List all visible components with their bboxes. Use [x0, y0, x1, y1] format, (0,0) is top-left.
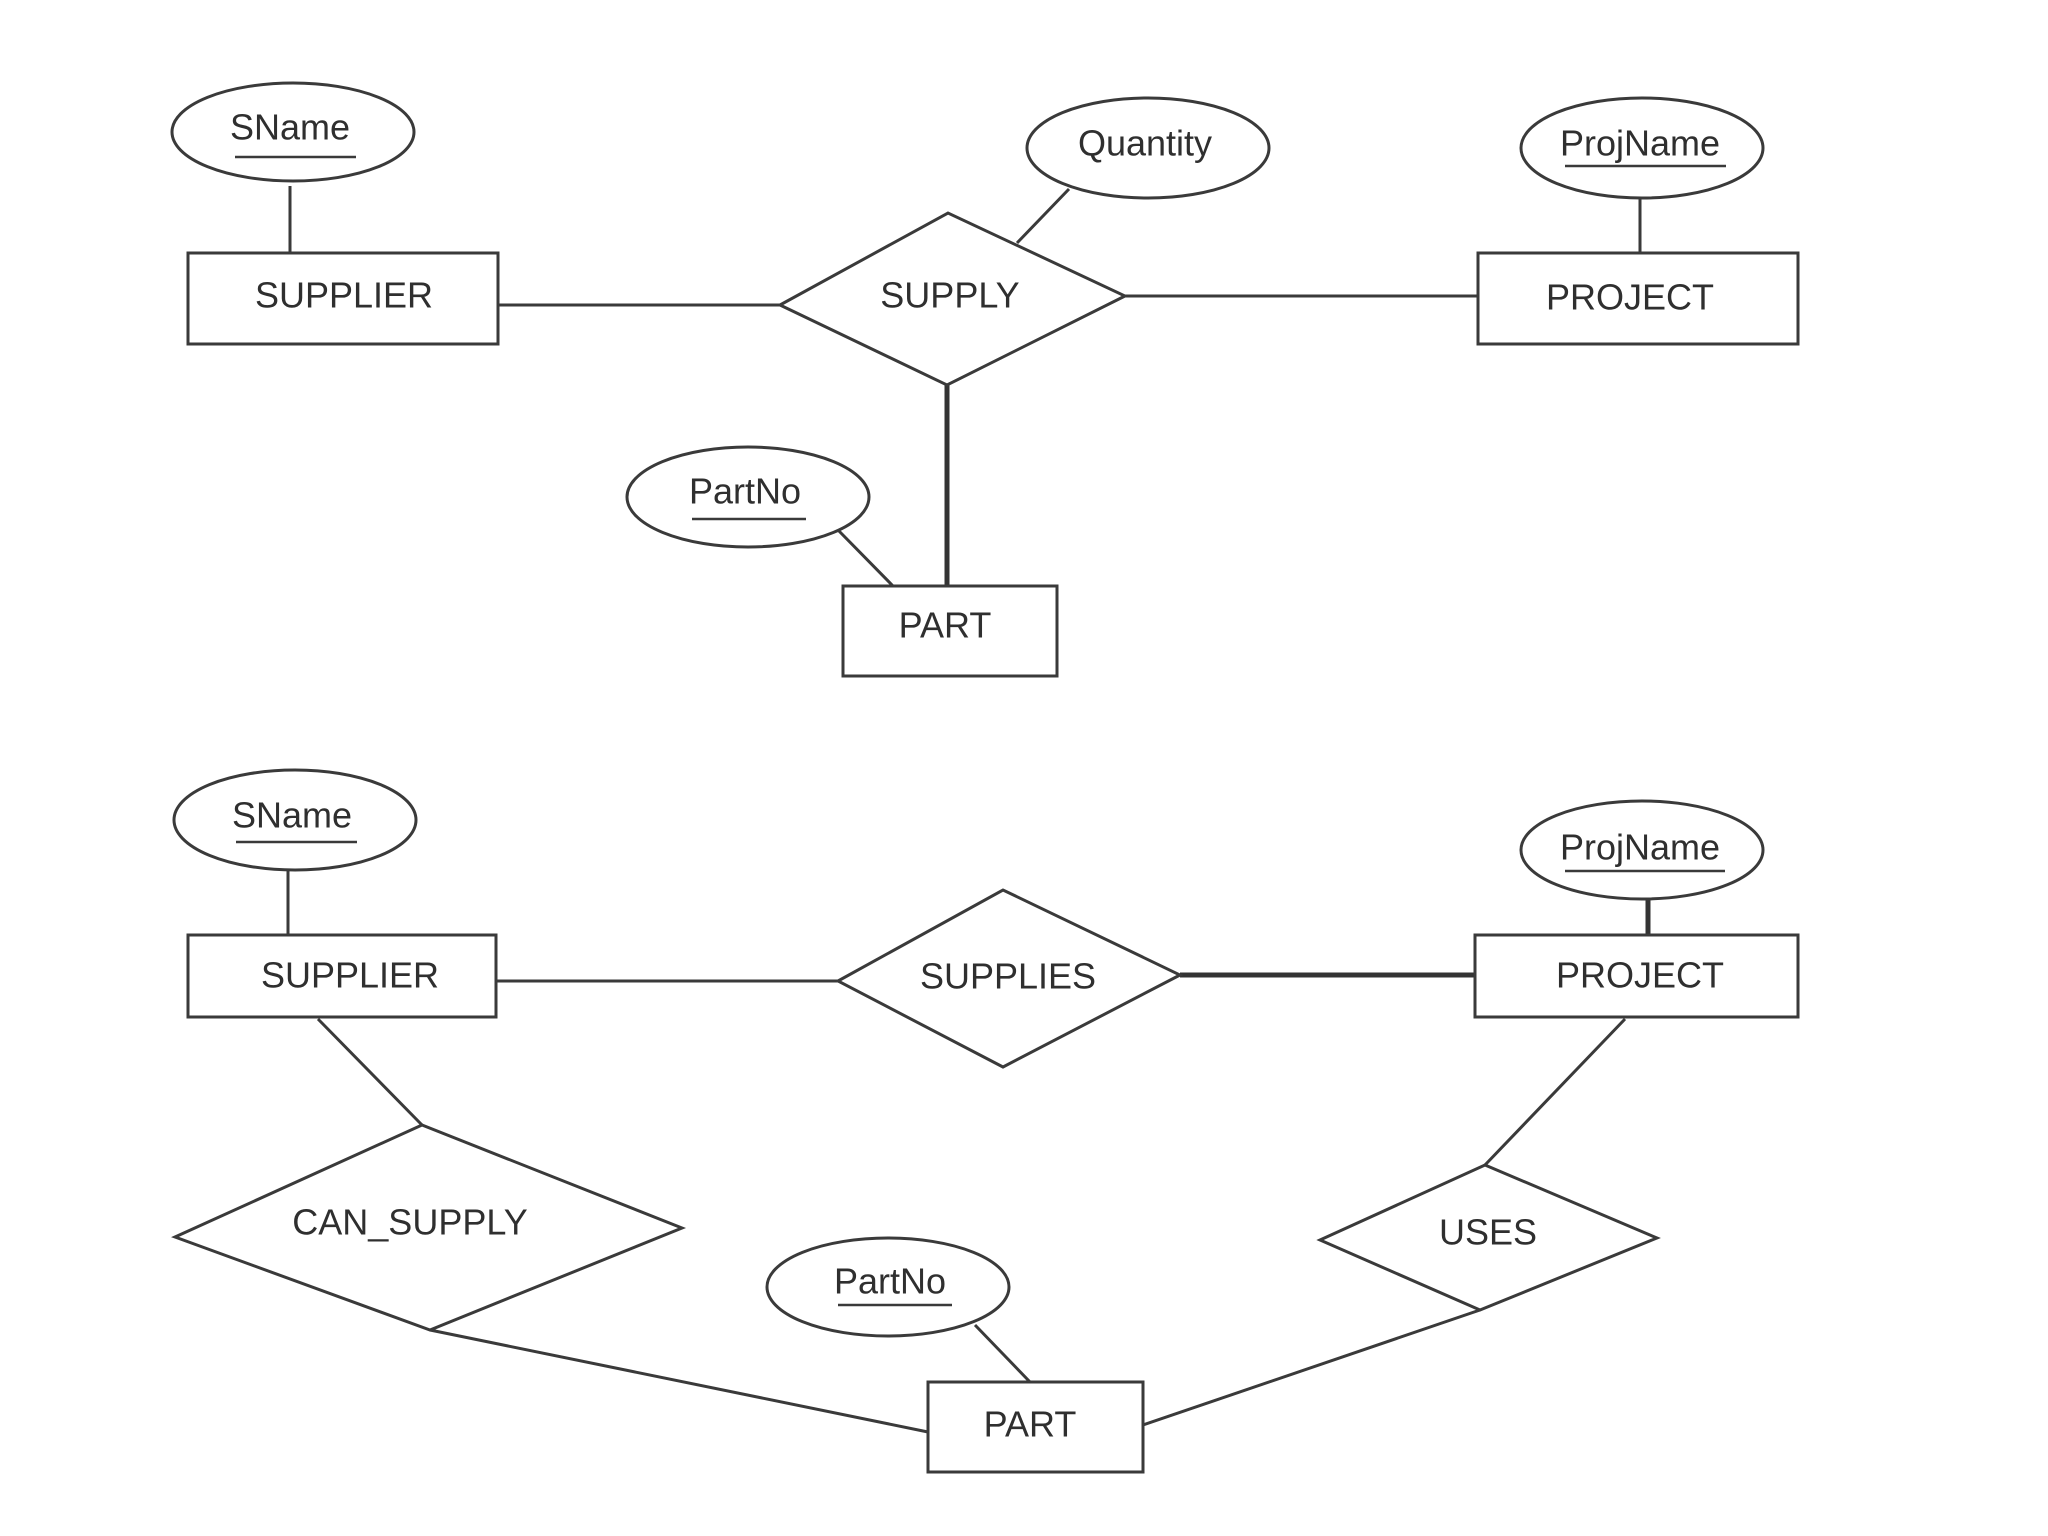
top-diagram: SName Quantity ProjName PartNo SUPPLY SU…: [170, 81, 1800, 678]
entity-project-label: PROJECT: [1546, 277, 1714, 318]
entity-part-label-bottom: PART: [984, 1404, 1077, 1445]
attr-sname-label-bottom: SName: [232, 795, 352, 836]
attr-quantity-label: Quantity: [1078, 123, 1212, 164]
rel-uses: USES: [1316, 1163, 1661, 1312]
attr-partno-bottom: PartNo: [765, 1236, 1011, 1338]
rel-supplies: SUPPLIES: [834, 888, 1184, 1069]
attr-sname-label: SName: [230, 107, 350, 148]
rel-supply: SUPPLY: [776, 211, 1129, 387]
uses-to-part-line: [1142, 1308, 1481, 1427]
top-connectors: [288, 186, 1642, 588]
bottom-diagram: SName ProjName PartNo SUPPLIES CAN_SUPPL…: [171, 768, 1800, 1474]
supplier-to-can-supply-line: [316, 1017, 424, 1127]
partno-to-part-line-bottom: [973, 1323, 1032, 1384]
bottom-connectors: [286, 870, 1651, 1434]
entity-project-top: PROJECT: [1476, 251, 1800, 346]
rel-supplies-label: SUPPLIES: [920, 956, 1096, 997]
entity-part-bottom: PART: [926, 1380, 1145, 1474]
attr-projname-label-bottom: ProjName: [1560, 827, 1720, 868]
entity-part-top: PART: [841, 584, 1059, 678]
entity-supplier-top: SUPPLIER: [186, 251, 500, 346]
project-to-uses-line: [1483, 1017, 1627, 1167]
entity-project-label-bottom: PROJECT: [1556, 955, 1724, 996]
rel-can-supply-label: CAN_SUPPLY: [292, 1202, 527, 1243]
rel-can-supply: CAN_SUPPLY: [171, 1123, 687, 1332]
attr-sname-bottom: SName: [172, 768, 418, 872]
attr-sname-top: SName: [170, 81, 416, 183]
attr-partno-top: PartNo: [625, 445, 871, 549]
attr-quantity: Quantity: [1025, 96, 1271, 200]
attr-projname-label: ProjName: [1560, 123, 1720, 164]
rel-supply-label: SUPPLY: [880, 275, 1019, 316]
entity-project-bottom: PROJECT: [1473, 933, 1800, 1019]
entity-supplier-label-bottom: SUPPLIER: [261, 955, 439, 996]
entity-supplier-label: SUPPLIER: [255, 275, 433, 316]
attr-partno-label: PartNo: [689, 471, 801, 512]
partno-to-part-line: [836, 528, 895, 588]
attr-projname-top: ProjName: [1519, 96, 1765, 200]
rel-uses-label: USES: [1439, 1212, 1537, 1253]
attr-partno-label-bottom: PartNo: [834, 1261, 946, 1302]
can-supply-to-part-line: [429, 1328, 929, 1434]
attr-projname-bottom: ProjName: [1519, 799, 1765, 901]
entity-supplier-bottom: SUPPLIER: [186, 933, 498, 1019]
entity-part-label: PART: [899, 605, 992, 646]
quantity-to-supply-line: [1015, 187, 1071, 245]
